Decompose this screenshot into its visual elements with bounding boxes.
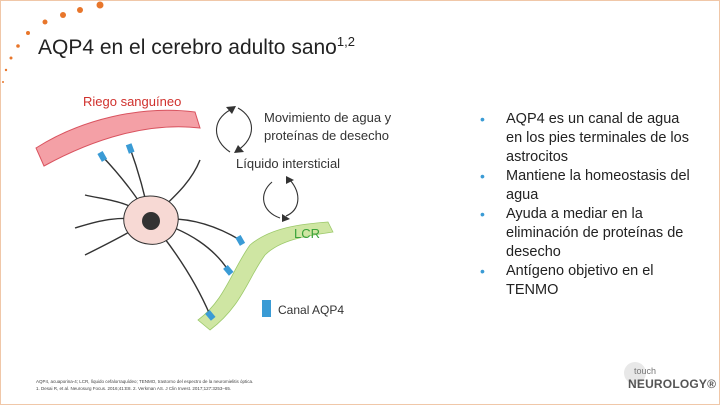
list-item: • Ayuda a mediar en la eliminación de pro… — [476, 205, 696, 262]
bullet-glyph: • — [480, 168, 485, 184]
bullet-text: Antígeno objetivo en el TENMO — [506, 263, 654, 298]
bullet-glyph: • — [480, 111, 485, 127]
csf-flow-arrow — [263, 176, 299, 222]
decorative-dots — [2, 1, 104, 83]
bullet-text: Mantiene la homeostasis del agua — [506, 168, 690, 203]
astrocyte-nucleus — [142, 212, 160, 230]
footnote-line: AQP4, acuaporina-4; LCR, líquido cefalor… — [36, 379, 254, 384]
blood-label: Riego sanguíneo — [83, 94, 181, 109]
interstitial-label: Líquido intersticial — [236, 156, 340, 171]
aqp4-legend-label: Canal AQP4 — [278, 303, 344, 317]
page-title: AQP4 en el cerebro adulto sano1,2 — [38, 34, 355, 60]
bullet-glyph: • — [480, 206, 485, 222]
water-label-line2: proteínas de desecho — [264, 128, 389, 143]
aqp4-channels — [97, 143, 246, 321]
bullet-glyph: • — [480, 263, 485, 279]
title-text: AQP4 en el cerebro adulto sano — [38, 36, 337, 59]
key-points-list: • AQP4 es un canal de agua en los pies te… — [476, 110, 696, 300]
blood-vessel — [35, 109, 201, 167]
logo-text-top: touch — [634, 366, 657, 376]
list-item: • Antígeno objetivo en el TENMO — [476, 262, 696, 300]
list-item: • AQP4 es un canal de agua en los pies te… — [476, 110, 696, 167]
footnote-line: 1. Desai R, et al. Neurosurg Focus. 2016… — [36, 386, 232, 391]
footnote: AQP4, acuaporina-4; LCR, líquido cefalor… — [36, 378, 336, 392]
bullet-text: AQP4 es un canal de agua en los pies ter… — [506, 111, 689, 165]
bullet-text: Ayuda a mediar en la eliminación de prot… — [506, 206, 684, 260]
logo-text-bottom: NEUROLOGY® — [628, 377, 717, 391]
aqp4-legend-icon — [262, 300, 271, 317]
logo-circle-icon — [624, 362, 646, 384]
title-superscript: 1,2 — [336, 34, 355, 49]
water-label-line1: Movimiento de agua y — [264, 110, 392, 125]
water-flow-arrow — [215, 106, 253, 153]
list-item: • Mantiene la homeostasis del agua — [476, 167, 696, 205]
csf-band — [197, 221, 334, 331]
csf-label: LCR — [294, 226, 320, 241]
